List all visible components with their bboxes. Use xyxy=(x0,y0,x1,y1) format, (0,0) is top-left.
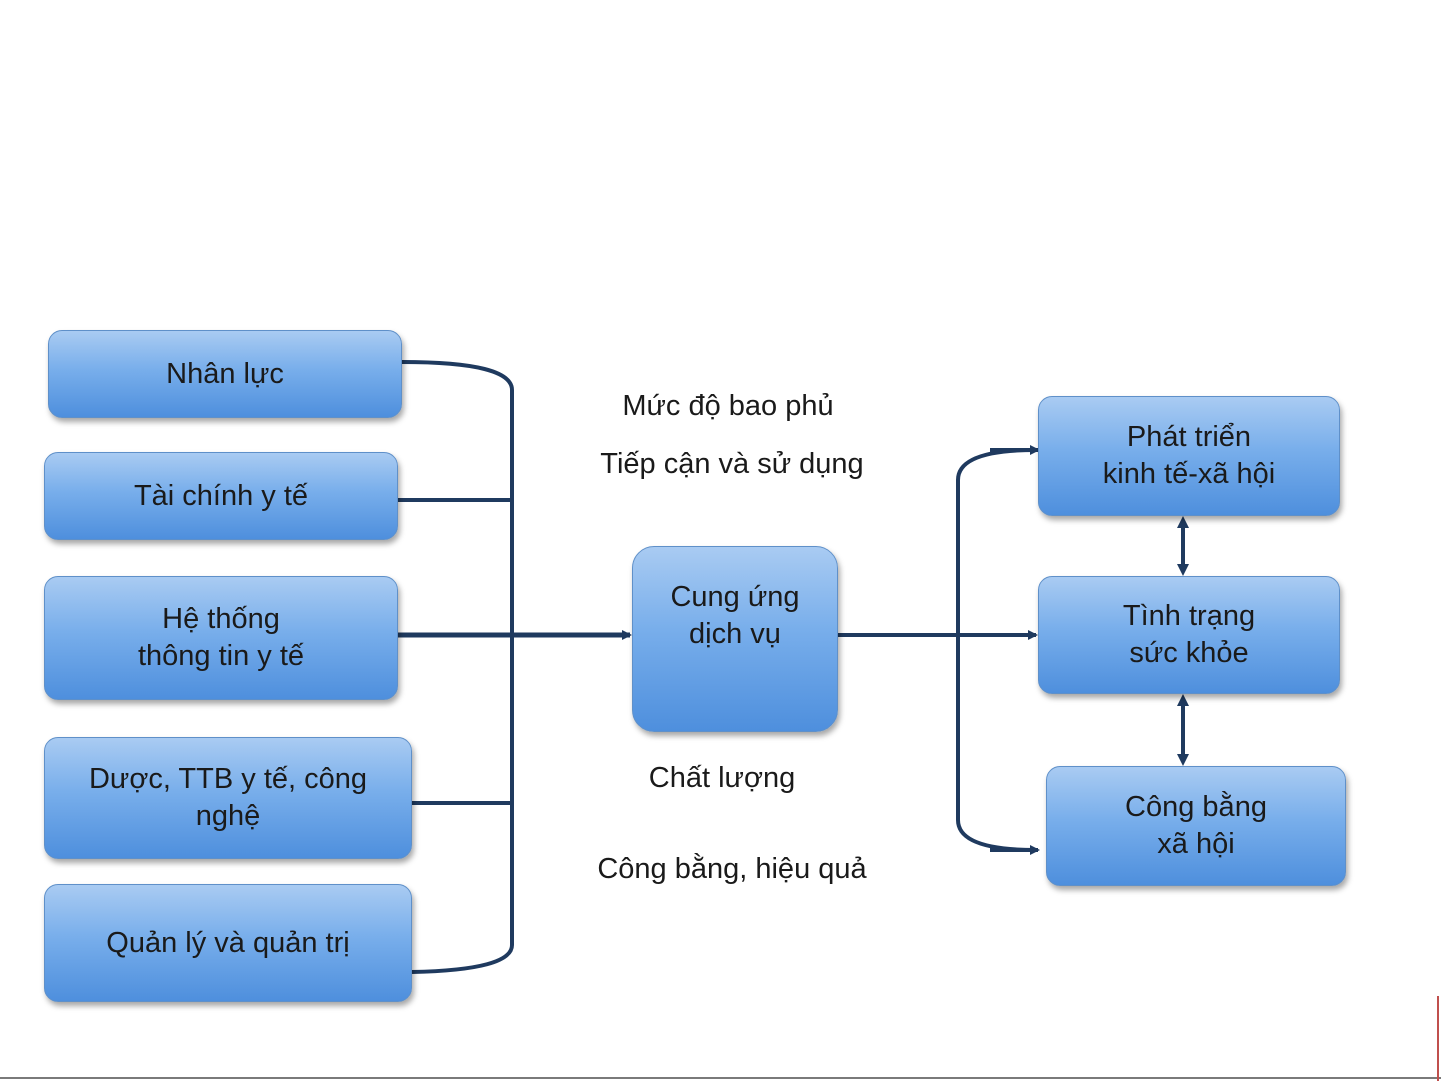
outcome-label: Công bằng xã hội xyxy=(1125,789,1267,863)
service-delivery-box: Cung ứng dịch vụ xyxy=(632,546,838,732)
input-box-medicines-technology: Dược, TTB y tế, công nghệ xyxy=(44,737,412,859)
equity-efficiency-label: Công bằng, hiệu quả xyxy=(597,853,866,886)
input-label: Tài chính y tế xyxy=(134,478,308,515)
outcome-label: Tình trạng sức khỏe xyxy=(1123,598,1255,672)
input-label: Hệ thống thông tin y tế xyxy=(138,601,304,675)
outcome-box-socioeconomic: Phát triển kinh tế-xã hội xyxy=(1038,396,1340,516)
input-label: Nhân lực xyxy=(166,356,284,393)
corner-accent-line xyxy=(1437,996,1439,1081)
outcome-label: Phát triển kinh tế-xã hội xyxy=(1103,419,1276,493)
outcome-box-health-status: Tình trạng sức khỏe xyxy=(1038,576,1340,694)
input-box-governance: Quản lý và quản trị xyxy=(44,884,412,1002)
input-label: Quản lý và quản trị xyxy=(106,925,349,962)
input-label: Dược, TTB y tế, công nghệ xyxy=(89,761,367,835)
quality-label: Chất lượng xyxy=(649,762,795,795)
outcome-box-social-equity: Công bằng xã hội xyxy=(1046,766,1346,886)
outcome-bracket xyxy=(958,450,1036,850)
input-box-human-resources: Nhân lực xyxy=(48,330,402,418)
access-label: Tiếp cận và sử dụng xyxy=(600,448,863,481)
input-box-health-finance: Tài chính y tế xyxy=(44,452,398,540)
input-bracket xyxy=(402,362,512,972)
service-delivery-label: Cung ứng dịch vụ xyxy=(670,579,799,653)
coverage-label: Mức độ bao phủ xyxy=(622,390,833,423)
input-box-health-information: Hệ thống thông tin y tế xyxy=(44,576,398,700)
footer-divider xyxy=(0,1077,1441,1079)
